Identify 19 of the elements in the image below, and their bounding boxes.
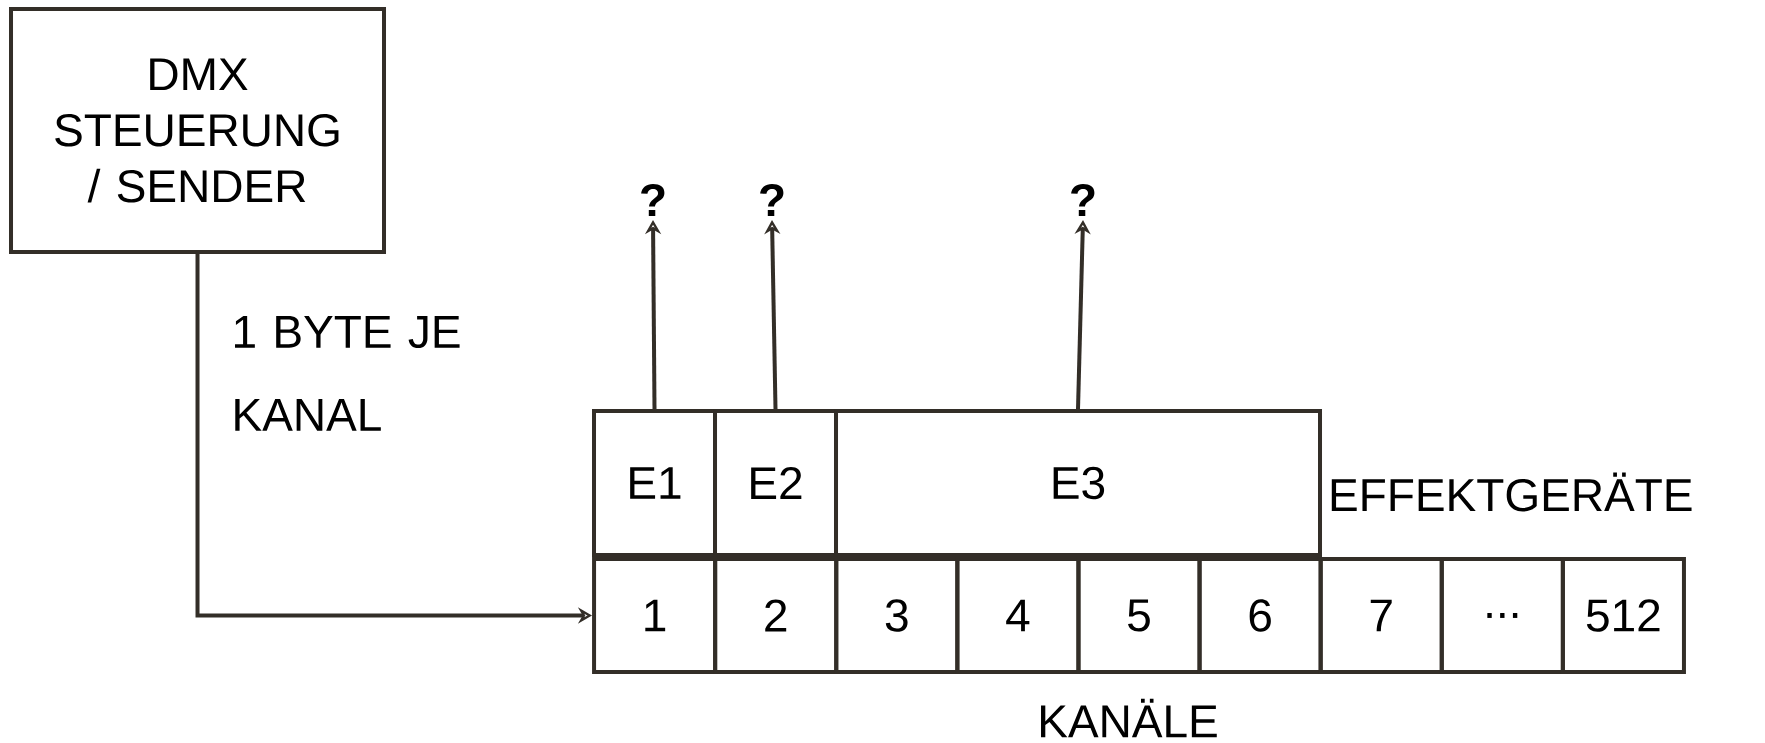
channel-cell: ...	[1439, 557, 1565, 674]
edge-label: 1 BYTE JE KANAL	[235, 316, 460, 431]
channel-cell: 4	[955, 557, 1081, 674]
question-mark: ?	[1071, 183, 1095, 217]
channel-cell: 3	[834, 557, 960, 674]
axis-label: KANÄLE	[1041, 698, 1217, 738]
group-label: EFFEKTGERÄTE	[1331, 472, 1692, 512]
channel-cell: 512	[1560, 557, 1686, 674]
channel-cell: 7	[1318, 557, 1444, 674]
channel-cell: 6	[1197, 557, 1323, 674]
channel-cell: 2	[713, 557, 839, 674]
question-mark: ?	[760, 183, 784, 217]
device-box: E1	[592, 409, 717, 557]
control-box: DMX STEUERUNG / SENDER	[9, 7, 386, 254]
channel-cell: 1	[592, 557, 718, 674]
channel-cell: 5	[1076, 557, 1202, 674]
device-box: E3	[834, 409, 1322, 557]
question-mark: ?	[641, 183, 665, 217]
device-box: E2	[713, 409, 838, 557]
